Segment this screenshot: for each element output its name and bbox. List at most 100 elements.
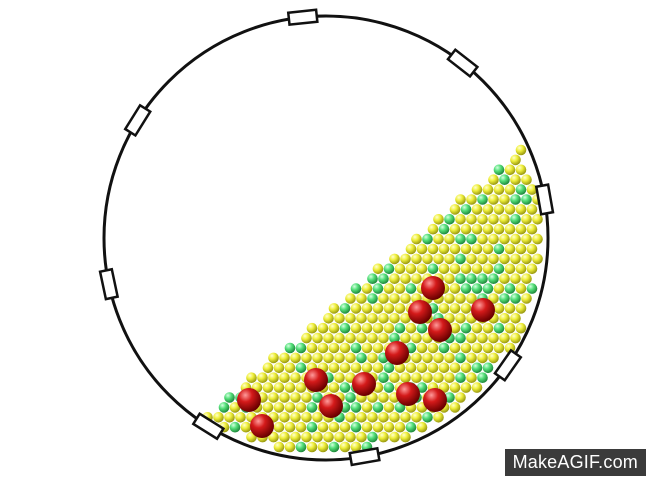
small-ball	[444, 234, 455, 245]
small-ball	[444, 254, 455, 265]
small-ball	[510, 174, 521, 185]
green-ball	[378, 273, 389, 284]
green-ball	[373, 283, 384, 294]
small-ball	[345, 412, 356, 423]
small-ball	[488, 234, 499, 245]
green-ball	[224, 392, 235, 403]
small-ball	[400, 273, 411, 284]
green-ball	[219, 402, 230, 413]
grinding-ball	[385, 341, 409, 365]
small-ball	[378, 412, 389, 423]
small-ball	[422, 353, 433, 364]
green-ball	[444, 214, 455, 225]
small-ball	[323, 432, 334, 443]
small-ball	[263, 402, 274, 413]
small-ball	[384, 422, 395, 433]
small-ball	[433, 214, 444, 225]
small-ball	[268, 353, 279, 364]
lifter-1	[288, 10, 317, 25]
small-ball	[334, 333, 345, 344]
small-ball	[450, 343, 461, 354]
small-ball	[417, 363, 428, 374]
small-ball	[345, 293, 356, 304]
green-ball	[510, 194, 521, 205]
small-ball	[455, 392, 466, 403]
small-ball	[411, 254, 422, 265]
small-ball	[367, 313, 378, 324]
small-ball	[384, 283, 395, 294]
small-ball	[428, 244, 439, 255]
small-ball	[395, 303, 406, 314]
small-ball	[334, 432, 345, 443]
small-ball	[406, 264, 417, 275]
small-ball	[417, 244, 428, 255]
small-ball	[400, 293, 411, 304]
green-ball	[296, 363, 307, 374]
small-ball	[499, 273, 510, 284]
small-ball	[373, 264, 384, 275]
small-ball	[389, 313, 400, 324]
small-ball	[477, 333, 488, 344]
small-ball	[532, 234, 543, 245]
small-ball	[384, 402, 395, 413]
small-ball	[362, 283, 373, 294]
small-ball	[290, 412, 301, 423]
green-ball	[455, 372, 466, 383]
green-ball	[527, 283, 538, 294]
small-ball	[433, 254, 444, 265]
small-ball	[433, 412, 444, 423]
small-ball	[356, 313, 367, 324]
small-ball	[428, 343, 439, 354]
small-ball	[450, 303, 461, 314]
green-ball	[494, 264, 505, 275]
small-ball	[472, 382, 483, 393]
green-ball	[367, 293, 378, 304]
grinding-ball	[421, 276, 445, 300]
small-ball	[516, 165, 527, 176]
small-ball	[362, 343, 373, 354]
lifter-4	[495, 350, 521, 380]
small-ball	[417, 264, 428, 275]
small-ball	[510, 333, 521, 344]
green-ball	[494, 165, 505, 176]
small-ball	[461, 244, 472, 255]
small-ball	[285, 382, 296, 393]
small-ball	[510, 313, 521, 324]
small-ball	[362, 422, 373, 433]
small-ball	[516, 323, 527, 334]
small-ball	[461, 264, 472, 275]
green-ball	[384, 264, 395, 275]
small-ball	[450, 363, 461, 374]
small-ball	[461, 343, 472, 354]
small-ball	[345, 432, 356, 443]
green-ball	[455, 254, 466, 265]
small-ball	[450, 244, 461, 255]
small-ball	[477, 214, 488, 225]
small-ball	[329, 323, 340, 334]
small-ball	[285, 422, 296, 433]
small-ball	[411, 273, 422, 284]
green-ball	[340, 382, 351, 393]
small-ball	[395, 422, 406, 433]
green-ball	[499, 174, 510, 185]
small-ball	[488, 174, 499, 185]
green-ball	[499, 293, 510, 304]
small-ball	[334, 353, 345, 364]
small-ball	[334, 372, 345, 383]
small-ball	[279, 392, 290, 403]
small-ball	[444, 273, 455, 284]
small-ball	[499, 194, 510, 205]
green-ball	[384, 382, 395, 393]
small-ball	[323, 333, 334, 344]
small-ball	[505, 184, 516, 195]
small-ball	[483, 343, 494, 354]
small-ball	[505, 303, 516, 314]
small-ball	[373, 363, 384, 374]
small-ball	[274, 382, 285, 393]
small-ball	[483, 264, 494, 275]
small-ball	[345, 333, 356, 344]
green-ball	[455, 234, 466, 245]
small-ball	[384, 323, 395, 334]
small-ball	[367, 333, 378, 344]
small-ball	[400, 432, 411, 443]
